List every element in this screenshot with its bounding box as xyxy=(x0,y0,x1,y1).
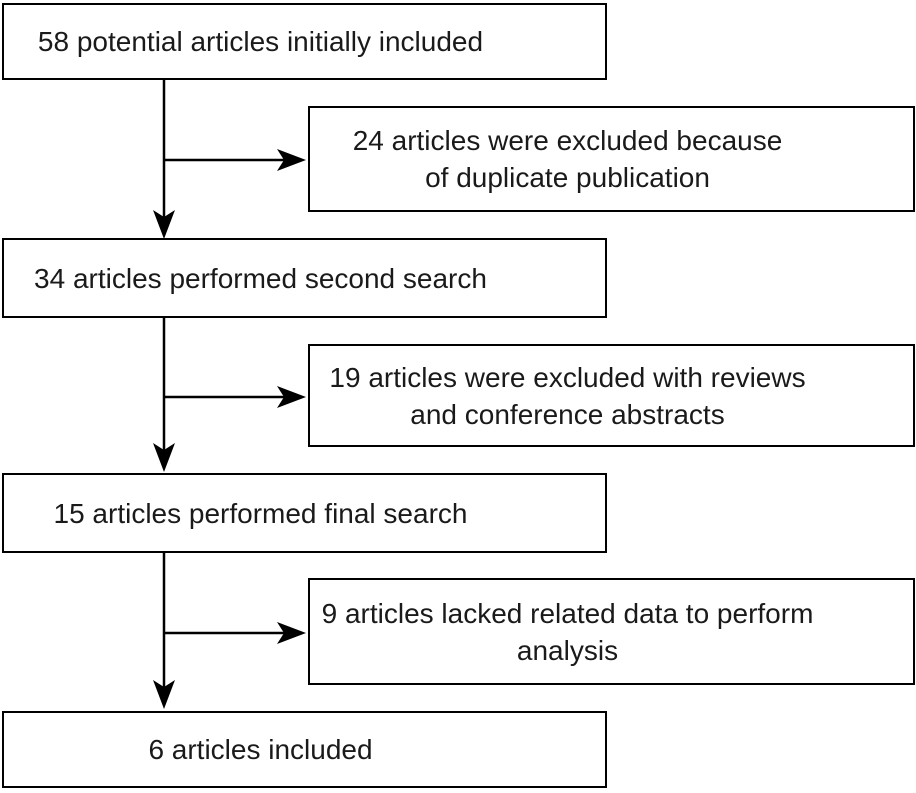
connector-branch-reviews-exclusion xyxy=(164,386,306,408)
connector-branch-lacked-data-exclusion xyxy=(164,622,306,644)
flow-box-second-search: 34 articles performed second search xyxy=(2,238,607,318)
right-arrow-icon xyxy=(277,149,306,171)
down-arrow-icon xyxy=(153,210,175,239)
right-arrow-icon xyxy=(277,386,306,408)
connector-final-to-included xyxy=(153,553,175,709)
flow-box-excluded-reviews-abstracts: 19 articles were excluded with reviews a… xyxy=(308,344,915,447)
down-arrow-icon xyxy=(153,680,175,709)
right-arrow-icon xyxy=(277,622,306,644)
connector-branch-duplicate-exclusion xyxy=(164,149,306,171)
flow-box-included: 6 articles included xyxy=(2,711,607,788)
connector-second-to-final-search xyxy=(153,318,175,472)
flow-box-initial-included: 58 potential articles initially included xyxy=(2,3,607,80)
flow-box-excluded-duplicate-publication: 24 articles were excluded because of dup… xyxy=(308,106,915,212)
flow-box-excluded-lacked-data: 9 articles lacked related data to perfor… xyxy=(308,578,915,685)
flow-box-final-search: 15 articles performed final search xyxy=(2,473,607,553)
connector-initial-to-second-search xyxy=(153,80,175,239)
down-arrow-icon xyxy=(153,443,175,472)
